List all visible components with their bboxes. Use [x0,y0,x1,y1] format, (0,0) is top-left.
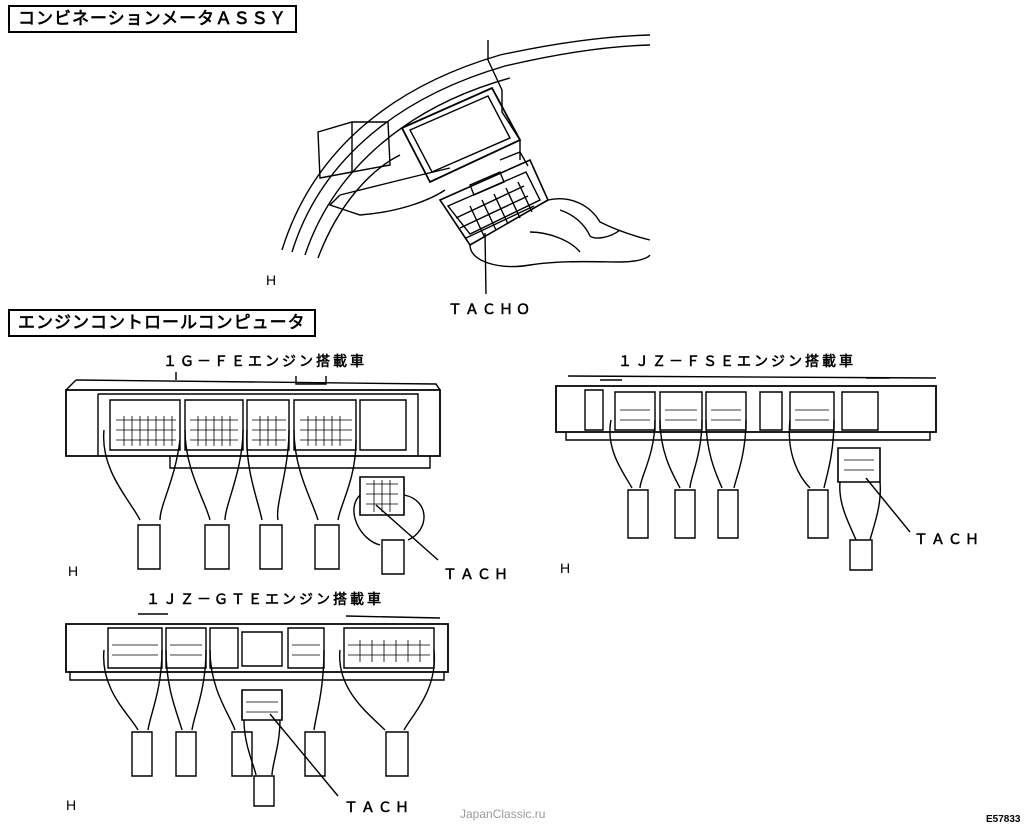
view-marker-meter: H [266,272,277,288]
ecu-1jzfse-illustration [556,376,936,570]
ecu-section-title: エンジンコントロールコンピュータ [8,309,316,337]
tach-label-1jzfse: ＴＡＣＨ [914,532,982,548]
ecu-1gfe-illustration [66,372,440,574]
combination-meter-illustration [282,35,650,294]
variant-1jzgte-label: １ＪＺ－ＧＴＥエンジン搭載車 [146,592,384,608]
variant-1gfe-label: １Ｇ－ＦＥエンジン搭載車 [163,354,367,370]
tach-label-1jzgte: ＴＡＣＨ [344,800,412,816]
tach-label-1gfe: ＴＡＣＨ [443,567,511,583]
variant-1jzfse-label: １ＪＺ－ＦＳＥエンジン搭載車 [618,354,856,370]
view-marker-1jzfse: H [560,560,571,576]
figure-code: E57833 [986,814,1021,825]
tacho-connector-label: ＴＡＣＨＯ [448,302,533,318]
ecu-1jzgte-illustration [66,614,448,806]
view-marker-1jzgte: H [66,797,77,813]
watermark: JapanClassic.ru [460,807,546,821]
meter-section-title: コンビネーションメータＡＳＳＹ [8,5,298,33]
view-marker-1gfe: H [68,563,79,579]
